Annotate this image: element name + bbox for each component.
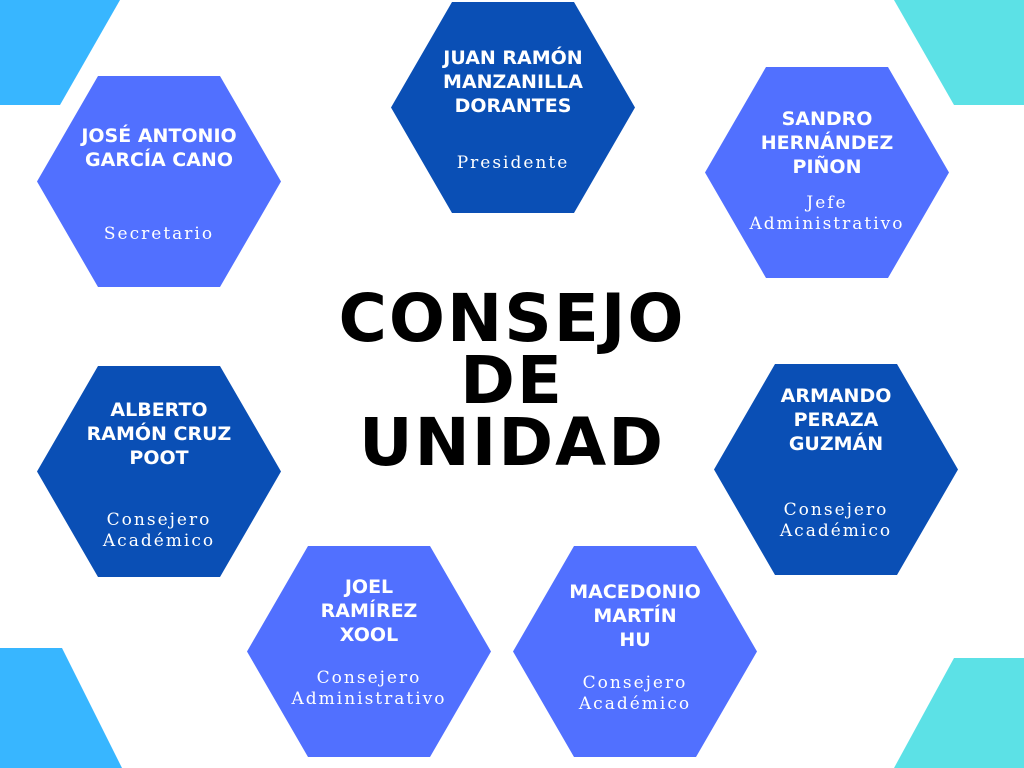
- member-name: JOEL RAMÍREZ XOOL: [320, 576, 418, 646]
- hex-armando: ARMANDO PERAZA GUZMÁN Consejero Académic…: [714, 364, 958, 575]
- member-role: Consejero Académico: [578, 673, 692, 714]
- title-line-1: CONSEJO: [338, 280, 686, 357]
- page-title: CONSEJO DE UNIDAD: [300, 280, 724, 481]
- member-role: Consejero Administrativo: [291, 668, 447, 709]
- corner-shape-top-right: [894, 0, 1024, 105]
- member-name: ALBERTO RAMÓN CRUZ POOT: [86, 399, 232, 469]
- corner-shape-bottom-left: [0, 648, 122, 768]
- member-name: JOSÉ ANTONIO GARCÍA CANO: [81, 125, 237, 171]
- corner-shape-top-left: [0, 0, 120, 105]
- member-name: SANDRO HERNÁNDEZ PIÑON: [760, 108, 894, 178]
- hex-joel: JOEL RAMÍREZ XOOL Consejero Administrati…: [247, 546, 491, 757]
- hex-alberto: ALBERTO RAMÓN CRUZ POOT Consejero Académ…: [37, 366, 281, 577]
- member-name: ARMANDO PERAZA GUZMÁN: [780, 385, 892, 455]
- member-name: MACEDONIO MARTÍN HU: [569, 581, 701, 651]
- hex-macedonio: MACEDONIO MARTÍN HU Consejero Académico: [513, 546, 757, 757]
- member-role: Consejero Académico: [102, 510, 216, 551]
- hex-secretario: JOSÉ ANTONIO GARCÍA CANO Secretario: [37, 76, 281, 287]
- member-role: Consejero Académico: [779, 500, 893, 541]
- corner-shape-bottom-right: [894, 658, 1024, 768]
- member-role: Presidente: [456, 153, 570, 173]
- member-role: Secretario: [103, 224, 215, 244]
- member-name: JUAN RAMÓN MANZANILLA DORANTES: [443, 47, 583, 117]
- member-role: Jefe Administrativo: [749, 193, 905, 234]
- hex-jefe-administrativo: SANDRO HERNÁNDEZ PIÑON Jefe Administrati…: [705, 67, 949, 278]
- title-line-2: DE: [460, 342, 564, 419]
- hex-presidente: JUAN RAMÓN MANZANILLA DORANTES President…: [391, 2, 635, 213]
- title-line-3: UNIDAD: [358, 404, 666, 481]
